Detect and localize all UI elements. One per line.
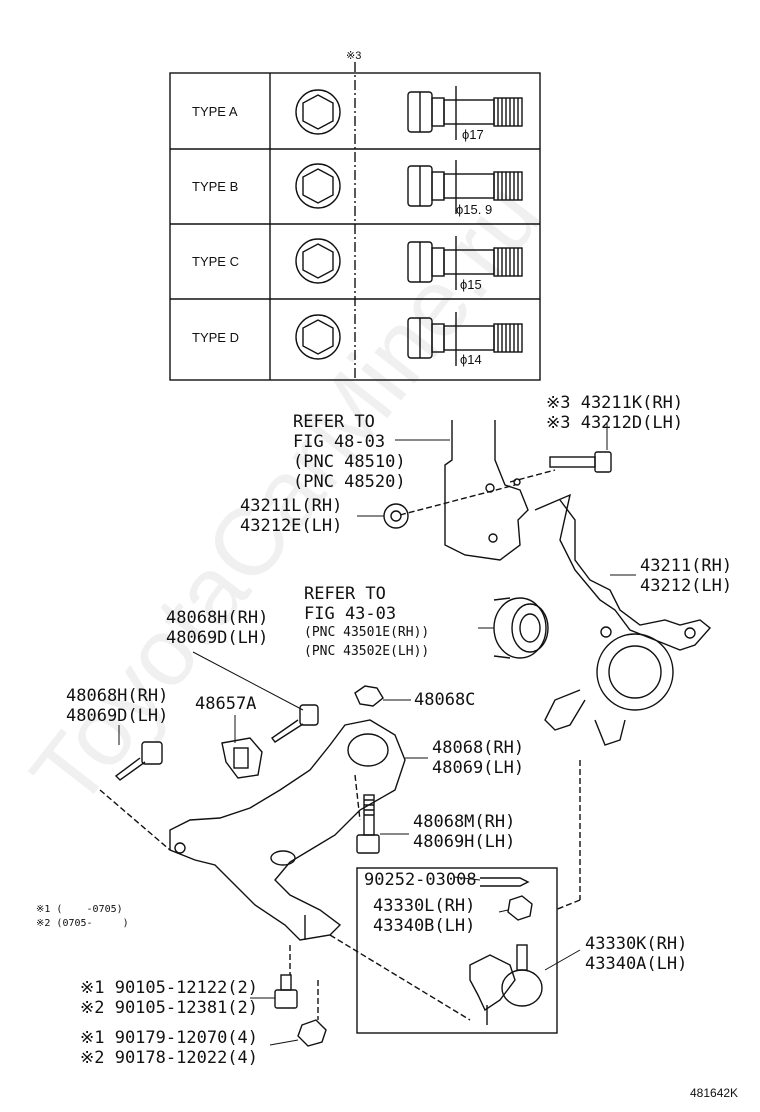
nut-c-label: 48068C — [414, 690, 476, 710]
knuckle-bolt — [549, 451, 612, 473]
note-ref: ※3 — [346, 50, 362, 62]
hub-bearing — [493, 597, 549, 659]
arm-rh: 48068(RH) — [432, 738, 525, 758]
type-d-diameter: ϕ14 — [460, 352, 482, 367]
refer-48-line2: FIG 48-03 — [293, 432, 386, 452]
arm-bolt-left — [114, 741, 163, 781]
note-2: ※2 (0705- ) — [36, 918, 129, 929]
clip-label: 48657A — [195, 694, 257, 714]
type-a-diameter: ϕ17 — [462, 127, 484, 142]
nut-l-lh: 43212E(LH) — [240, 516, 343, 536]
refer-43-line3: (PNC 43501E(RH)) — [304, 625, 430, 640]
figure-number: 481642K — [690, 1086, 739, 1100]
pin-label: 90252-03008 — [364, 870, 477, 890]
ball-rh: 43330K(RH) — [585, 934, 688, 954]
nut-type-b-icon — [295, 163, 341, 209]
strut-bracket — [444, 420, 529, 561]
arm-lh: 48069(LH) — [432, 758, 525, 778]
flange-nut — [383, 503, 409, 529]
bolt-type-icon — [407, 86, 523, 140]
bolt-m-rh: 48068M(RH) — [413, 812, 516, 832]
knuckle-rh: 43211(RH) — [640, 556, 733, 576]
steering-knuckle — [534, 493, 712, 746]
refer-43-line2: FIG 43-03 — [304, 604, 397, 624]
bolt-901-2: ※2 90105-12381(2) — [80, 998, 259, 1018]
lower-control-arm — [169, 719, 406, 941]
nut-type-d-icon — [295, 314, 341, 360]
refer-48-line3: (PNC 48510) — [293, 452, 406, 472]
nut-901-2: ※2 90178-12022(4) — [80, 1048, 259, 1068]
type-b-diameter: ϕ15. 9 — [456, 202, 493, 217]
ball-lh: 43340A(LH) — [585, 954, 688, 974]
bolt-h2-rh: 48068H(RH) — [66, 686, 169, 706]
nut-330-lh: 43340B(LH) — [373, 916, 476, 936]
type-c-label: TYPE C — [192, 254, 239, 269]
ball-joint-nut — [507, 895, 533, 921]
refer-48-line4: (PNC 48520) — [293, 472, 406, 492]
bottom-nut — [297, 1019, 327, 1047]
ball-joint-box — [356, 867, 558, 1034]
type-a-label: TYPE A — [192, 104, 238, 119]
bolt-h1-rh: 48068H(RH) — [166, 608, 269, 628]
bolt-h1-lh: 48069D(LH) — [166, 628, 269, 648]
type-table-frame — [169, 72, 541, 381]
nut-901-1: ※1 90179-12070(4) — [80, 1028, 259, 1048]
type-c-diameter: ϕ15 — [460, 277, 482, 292]
refer-43-line1: REFER TO — [304, 584, 386, 604]
bottom-bolt — [274, 974, 298, 1009]
ball-joint — [469, 944, 543, 1025]
note-1: ※1 ( -0705) — [36, 904, 123, 915]
clip-48657a — [221, 737, 263, 779]
type-b-label: TYPE B — [192, 179, 239, 194]
refer-48-line1: REFER TO — [293, 412, 375, 432]
refer-43-line4: (PNC 43502E(LH)) — [304, 644, 430, 659]
bolt-h2-lh: 48069D(LH) — [66, 706, 169, 726]
arm-bolt-upper — [271, 704, 319, 743]
nut-48068c — [354, 685, 384, 707]
bolt-k-rh: ※3 43211K(RH) — [546, 393, 684, 413]
vertical-bolt — [356, 794, 380, 854]
bolt-m-lh: 48069H(LH) — [413, 832, 516, 852]
nut-type-c-icon — [295, 238, 341, 284]
bolt-k-lh: ※3 43212D(LH) — [546, 413, 684, 433]
nut-type-a-icon — [295, 89, 341, 135]
bolt-901-1: ※1 90105-12122(2) — [80, 978, 259, 998]
nut-330-rh: 43330L(RH) — [373, 896, 476, 916]
nut-l-rh: 43211L(RH) — [240, 496, 343, 516]
leader-lines — [118, 422, 636, 1046]
cotter-pin — [480, 877, 530, 887]
type-d-label: TYPE D — [192, 330, 239, 345]
knuckle-lh: 43212(LH) — [640, 576, 733, 596]
